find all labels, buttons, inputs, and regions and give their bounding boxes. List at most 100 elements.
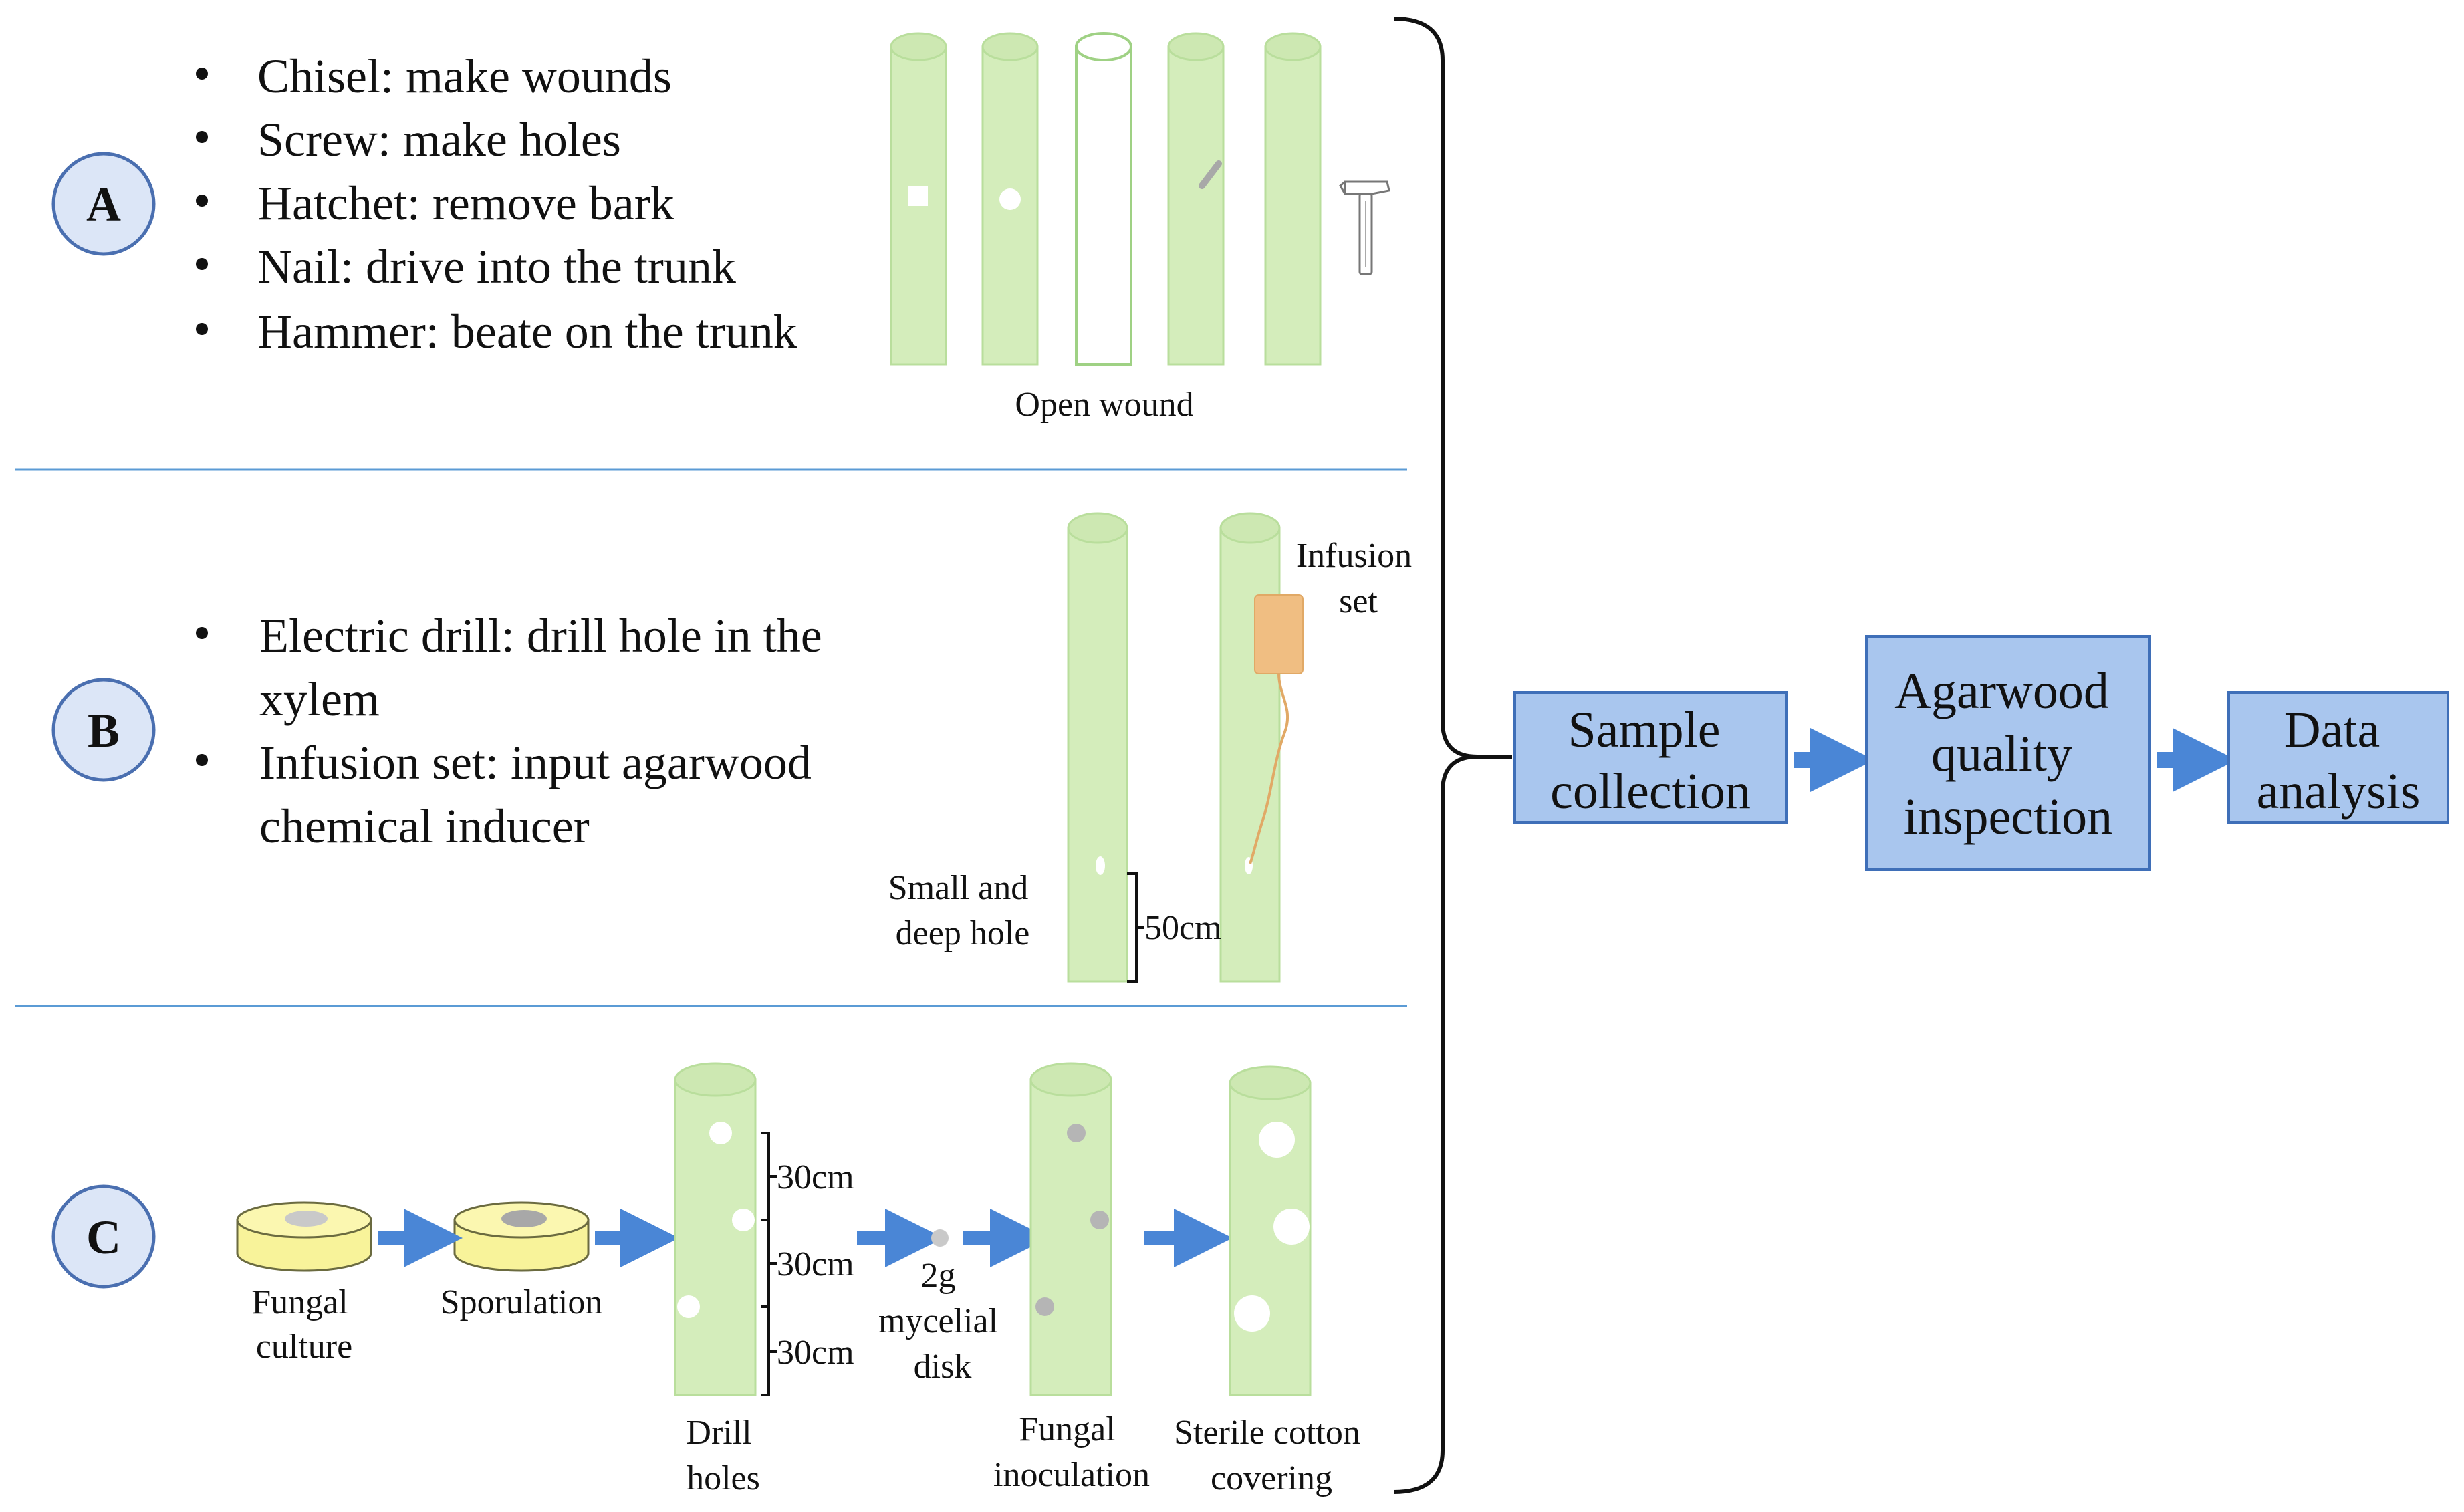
trunk-screw-hole <box>981 32 1039 366</box>
panel-a-bullet-list: Chisel: make wounds Screw: make holes Ha… <box>196 49 797 358</box>
sterile-cotton-label-line-1: Sterile cotton <box>1174 1414 1360 1452</box>
bullet-electric-drill: Electric drill: drill hole in the xylem <box>259 609 834 726</box>
panel-b-circle <box>51 678 156 782</box>
trunk-bark-removed <box>1075 32 1132 366</box>
drill-holes-label-line-2: holes <box>687 1459 760 1497</box>
infusion-bag-icon <box>1254 594 1304 674</box>
bullet-dot <box>196 258 208 270</box>
flow-agarwood-quality-inspection-label: Agarwood quality inspection <box>1894 663 2122 845</box>
bullet-dot <box>196 754 208 766</box>
sterile-cotton-label: Sterile cotton covering <box>1174 1414 1369 1497</box>
mycelial-disk-label: 2g mycelial disk <box>878 1257 1007 1386</box>
drill-hole-icon <box>1096 856 1105 875</box>
fungal-inoculation-label-line-1: Fungal <box>1019 1410 1115 1448</box>
bullet-electric-drill-line-2: xylem <box>259 672 380 726</box>
distance-bracket <box>1127 872 1144 983</box>
spacing-30cm-3: 30cm <box>777 1334 854 1372</box>
flow-sample-collection-label: Sample collection <box>1550 702 1751 820</box>
distance-50cm: 50cm <box>1144 909 1222 947</box>
bullet-dot <box>196 131 208 143</box>
panel-a: A Chisel: make wounds Screw: make holes … <box>51 32 1390 424</box>
bullet-infusion-set-line-2: chemical inducer <box>259 799 590 853</box>
infusion-set-label-line-1: Infusion <box>1296 537 1412 575</box>
trunk-infusion <box>1219 512 1304 983</box>
cotton-icon <box>1234 1295 1270 1332</box>
fungal-culture-label-line-2: culture <box>256 1328 352 1366</box>
bullet-infusion-set: Infusion set: input agarwood chemical in… <box>259 736 824 853</box>
open-wound-caption: Open wound <box>1015 386 1193 424</box>
bullet-dot <box>196 323 208 335</box>
trunk-cotton-covering <box>1229 1065 1312 1396</box>
bullet-dot <box>196 68 208 80</box>
round-hole-icon <box>999 188 1021 210</box>
bullet-screw: Screw: make holes <box>257 113 621 166</box>
curly-brace <box>1393 17 1478 1494</box>
flow-data-analysis-line-1: Data <box>2284 702 2380 758</box>
flow-data-analysis: Data analysis <box>2227 691 2449 824</box>
flow-sample-collection: Sample collection <box>1513 691 1788 824</box>
flow-agarwood-quality-inspection: Agarwood quality inspection <box>1865 635 2151 871</box>
spacing-30cm-1: 30cm <box>777 1158 854 1196</box>
bullet-electric-drill-line-1: Electric drill: drill hole in the <box>259 609 822 662</box>
fungal-inoculation-label: Fungal inoculation <box>993 1410 1150 1494</box>
trunk-nail <box>1167 32 1225 366</box>
fungal-inoculation-label-line-2: inoculation <box>993 1456 1150 1494</box>
bullet-hammer: Hammer: beate on the trunk <box>257 305 797 358</box>
cotton-icon <box>1273 1209 1310 1245</box>
small-deep-hole-label-line-2: deep hole <box>896 914 1030 953</box>
infusion-tube-icon <box>1249 673 1289 864</box>
trunk-chisel-wound <box>890 32 947 366</box>
cotton-icon <box>1259 1122 1295 1158</box>
drill-hole-icon <box>677 1295 700 1318</box>
square-wound-icon <box>908 186 928 206</box>
sporulation-label: Sporulation <box>441 1283 603 1321</box>
mycelial-disk-label-line-2: mycelial <box>878 1302 998 1340</box>
flow-agarwood-quality-inspection-line-2: quality <box>1931 726 2072 782</box>
panel-a-circle <box>51 152 156 256</box>
mycelial-disk-icon <box>931 1229 949 1247</box>
fungal-culture-dish <box>236 1201 372 1272</box>
drill-hole-icon <box>732 1209 755 1231</box>
hammer-icon <box>1339 180 1390 275</box>
spore-spot-icon <box>501 1210 547 1227</box>
bullet-infusion-set-line-1: Infusion set: input agarwood <box>259 736 812 789</box>
inoculum-icon <box>1067 1124 1086 1142</box>
drill-hole-icon <box>709 1122 732 1144</box>
fungal-culture-label: Fungal culture <box>251 1283 356 1366</box>
trunk-drill-hole <box>1067 512 1128 983</box>
bullet-nail: Nail: drive into the trunk <box>257 240 736 293</box>
bullet-dot <box>196 627 208 639</box>
spacing-bracket <box>761 1132 777 1396</box>
flow-data-analysis-line-2: analysis <box>2257 763 2421 820</box>
flow-agarwood-quality-inspection-line-3: inspection <box>1904 789 2112 845</box>
trunk-hammer <box>1264 32 1322 366</box>
panel-b-label: B <box>88 704 120 757</box>
flow-agarwood-quality-inspection-line-1: Agarwood <box>1894 663 2109 719</box>
trunk-drill-holes <box>674 1062 757 1396</box>
nail-icon <box>1199 160 1222 189</box>
panel-c-circle <box>51 1184 156 1289</box>
bullet-chisel: Chisel: make wounds <box>257 49 672 103</box>
drill-holes-label-line-1: Drill <box>686 1414 751 1452</box>
fungal-culture-label-line-1: Fungal <box>251 1283 348 1321</box>
sporulation-dish <box>453 1201 590 1272</box>
inoculum-icon <box>1090 1211 1109 1229</box>
panel-b-bullet-list: Electric drill: drill hole in the xylem … <box>196 609 834 853</box>
panel-b: B Electric drill: drill hole in the xyle… <box>51 512 1421 983</box>
flow-data-analysis-label: Data analysis <box>2257 702 2421 820</box>
sterile-cotton-label-line-2: covering <box>1211 1459 1332 1497</box>
panel-c: C Fungal culture Sporulation <box>51 1062 1369 1497</box>
panel-a-label: A <box>86 178 121 231</box>
mycelial-disk-label-line-3: disk <box>914 1348 972 1386</box>
infusion-set-label-line-2: set <box>1339 582 1378 620</box>
small-deep-hole-label-line-1: Small and <box>888 869 1028 907</box>
small-deep-hole-label: Small and deep hole <box>888 869 1037 953</box>
flow-sample-collection-line-2: collection <box>1550 763 1751 820</box>
panel-c-label: C <box>86 1211 121 1264</box>
spacing-30cm-2: 30cm <box>777 1245 854 1283</box>
bullet-hatchet: Hatchet: remove bark <box>257 176 674 230</box>
mycelial-disk-label-line-1: 2g <box>921 1257 956 1295</box>
inoculum-icon <box>1035 1297 1054 1316</box>
infusion-set-label: Infusion set <box>1296 537 1421 620</box>
